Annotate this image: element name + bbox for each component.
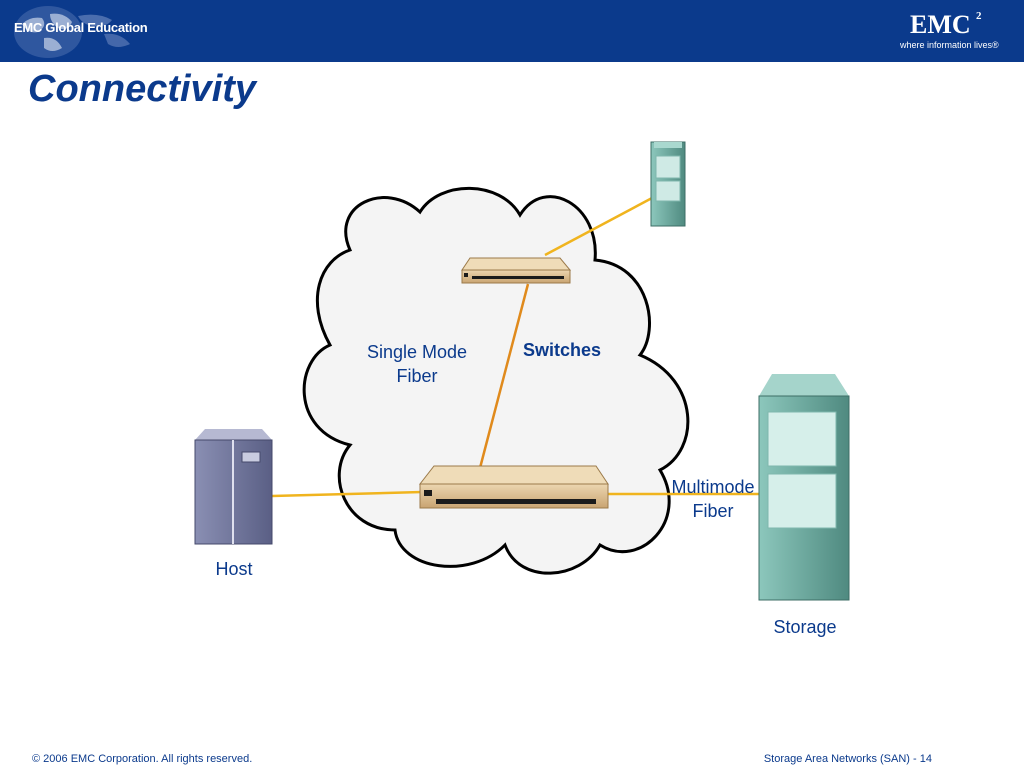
single-mode-label-line1: Single Mode: [366, 342, 468, 362]
single-mode-fiber-label: Single Mode Fiber: [352, 340, 482, 388]
switches-label: Switches: [522, 340, 602, 360]
host-label: Host: [215, 559, 253, 579]
multimode-link-top-server: [544, 196, 653, 257]
host-server-icon: [194, 429, 273, 545]
page-separator: -: [909, 753, 920, 765]
copyright-footer: © 2006 EMC Corporation. All rights reser…: [32, 753, 253, 765]
upper-switch-icon: [461, 257, 572, 284]
emc-global-education-logo: EMC Global Education: [8, 4, 148, 60]
header-bar: EMC Global Education EMC 2 where informa…: [0, 0, 1024, 62]
multimode-link-host: [271, 490, 423, 498]
emc-brand-tagline: where information lives®: [900, 40, 999, 50]
slide-title: Connectivity: [28, 68, 257, 110]
single-mode-label-line2: Fiber: [396, 366, 438, 386]
emc-brand-logo: EMC 2 where information lives®: [900, 10, 1018, 54]
multimode-fiber-label: Multimode Fiber: [663, 475, 763, 523]
multimode-label-line1: Multimode: [671, 477, 755, 497]
emc-brand-superscript: 2: [976, 10, 982, 22]
single-mode-link: [478, 283, 530, 469]
edu-logo-text: EMC Global Education: [14, 20, 148, 35]
course-footer: Storage Area Networks (SAN) - 14: [764, 753, 932, 765]
lower-switch-icon: [418, 465, 609, 509]
multimode-label-line2: Fiber: [692, 501, 734, 521]
page-number: 14: [919, 753, 932, 765]
top-server-icon: [650, 141, 686, 227]
storage-array-icon: [758, 374, 850, 601]
emc-brand-mark: EMC: [910, 10, 971, 39]
globe-icon: [14, 6, 130, 58]
storage-label: Storage: [773, 617, 837, 637]
course-title: Storage Area Networks (SAN): [763, 753, 910, 765]
